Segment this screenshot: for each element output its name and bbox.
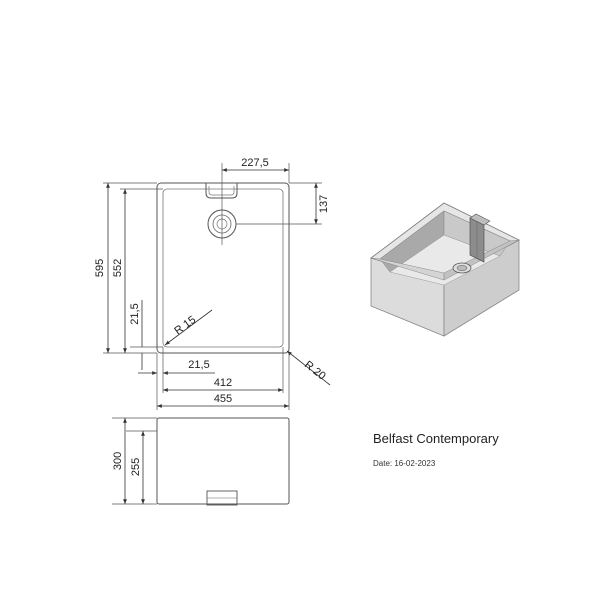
dim-height-inner: 255 [130, 458, 142, 476]
dim-radius-inner: R 15 [172, 314, 198, 337]
isometric-view [370, 202, 520, 337]
dim-height-outer: 300 [112, 452, 124, 470]
product-name: Belfast Contemporary [373, 431, 499, 446]
date-label: Date: [373, 459, 393, 468]
iso-overflow-icon [469, 213, 491, 263]
iso-drain-icon [452, 262, 472, 274]
dim-depth-inner: 552 [112, 259, 124, 277]
front-view: 300 255 [112, 417, 290, 506]
dim-radius-outer: R 20 [302, 359, 328, 383]
dim-drain-offset-y: 137 [318, 195, 330, 213]
sink-inner-outline [162, 188, 284, 348]
date-line: Date: 16-02-2023 [373, 459, 435, 468]
sink-front-body [156, 417, 290, 505]
dim-width-outer: 455 [214, 393, 232, 405]
top-view: 227,5 137 595 552 21,5 R 15 R 20 [94, 157, 331, 410]
dim-width-inner: 412 [214, 377, 232, 389]
dim-wall-side: 21,5 [188, 359, 209, 371]
overflow-slot [205, 183, 238, 199]
dim-depth-outer: 595 [94, 259, 106, 277]
sink-outer-outline [156, 182, 290, 354]
date-value: 16-02-2023 [394, 459, 436, 468]
dim-drain-offset-x: 227,5 [241, 157, 269, 169]
dim-wall-front: 21,5 [129, 303, 141, 324]
